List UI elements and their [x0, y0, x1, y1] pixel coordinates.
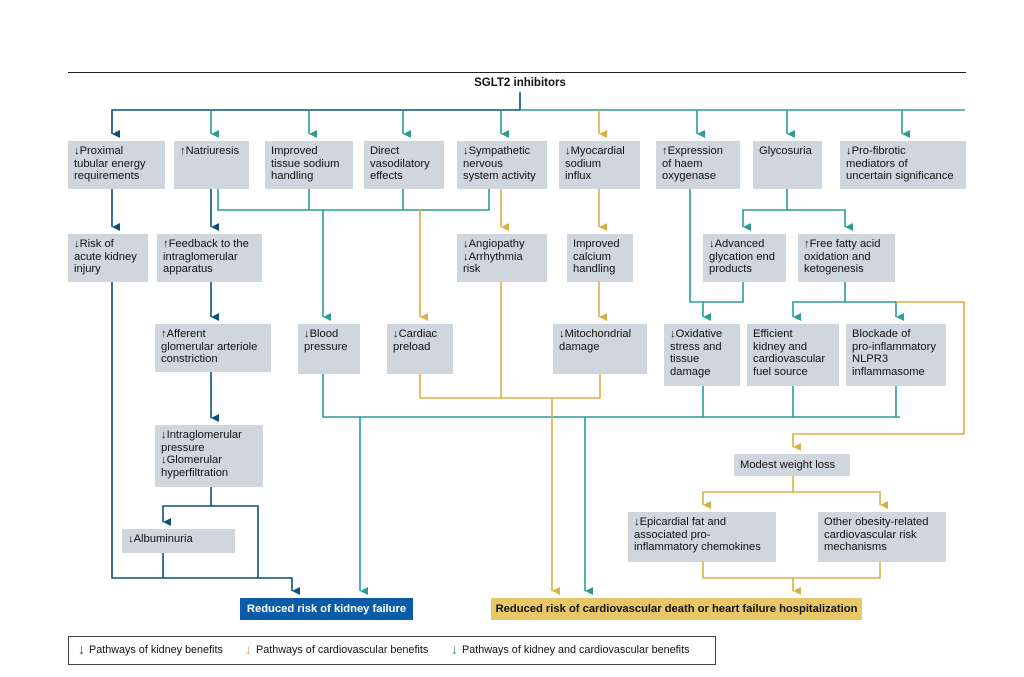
box-blood-pressure: ↓Blood pressure [298, 324, 360, 374]
legend-kidney-arrow-icon: ↓ [78, 641, 85, 657]
box-mitochondrial-damage: ↓Mitochondrial damage [553, 324, 647, 374]
wire-ffa-nlrp3 [845, 301, 904, 321]
box-nlrp3-blockade: Blockade of pro-inflammatory NLPR3 infla… [846, 324, 946, 386]
box-modest-weight-loss: Modest weight loss [734, 454, 850, 476]
wire-row1-bus [217, 189, 490, 211]
wire-weight-obesity [793, 491, 888, 509]
box-natriuresis: ↑Natriuresis [174, 141, 249, 189]
box-afferent-constriction: ↑Afferent glomerular arteriole constrict… [155, 324, 271, 372]
box-acute-kidney-injury: ↓Risk of acute kidney injury [68, 234, 148, 282]
legend-both-label: Pathways of kidney and cardiovascular be… [462, 644, 690, 656]
box-angiopathy-arrhythmia: ↓Angiopathy ↓Arrhythmia risk [457, 234, 547, 282]
box-haem-oxygenase: ↑Expression of haem oxygenase [656, 141, 740, 189]
legend-both-arrow-icon: ↓ [451, 641, 458, 657]
box-intraglomerular-pressure: ↓Intraglomerular pressure ↓Glomerular hy… [155, 425, 263, 487]
box-advanced-glycation: ↓Advanced glycation end products [703, 234, 786, 282]
wire-aki-kidney-outcome [111, 282, 300, 595]
box-free-fatty-acid: ↑Free fatty acid oxidation and ketogenes… [798, 234, 895, 282]
top-rule [68, 72, 966, 73]
box-calcium-handling: Improved calcium handling [567, 234, 633, 282]
wire-haem-oxidative [689, 189, 711, 321]
outcome-cardiovascular: Reduced risk of cardiovascular death or … [491, 598, 862, 620]
wire-weight-epicardial [702, 476, 794, 509]
box-albuminuria: ↓Albuminuria [122, 529, 235, 553]
wire-ffa-fuel [792, 282, 846, 321]
box-feedback-intraglomerular: ↑Feedback to the intraglomerular apparat… [157, 234, 262, 282]
legend-cardiovascular-arrow-icon: ↓ [245, 641, 252, 657]
wire-age-oxidative [703, 282, 744, 303]
box-vasodilatory: Direct vasodilatory effects [364, 141, 444, 189]
wire-to-proximal [111, 92, 521, 138]
outcome-kidney-failure: Reduced risk of kidney failure [240, 598, 413, 620]
box-oxidative-stress: ↓Oxidative stress and tissue damage [664, 324, 740, 386]
diagram-title: SGLT2 inhibitors [474, 77, 566, 89]
box-cardiac-preload: ↓Cardiac preload [387, 324, 453, 374]
legend-cardiovascular-label: Pathways of cardiovascular benefits [256, 644, 429, 656]
wire-obesity-bus [702, 562, 881, 579]
box-sympathetic: ↓Sympathetic nervous system activity [457, 141, 547, 189]
wire-cv-bus [419, 374, 601, 399]
box-epicardial-fat: ↓Epicardial fat and associated pro- infl… [628, 512, 776, 562]
box-profibrotic: ↓Pro-fibrotic mediators of uncertain sig… [840, 141, 966, 189]
wire-intraglom-albuminuria [162, 487, 212, 526]
wire-glycosuria-ffa [787, 209, 853, 231]
box-tissue-sodium: Improved tissue sodium handling [265, 141, 353, 189]
legend-kidney-label: Pathways of kidney benefits [89, 644, 223, 656]
box-proximal-tubular-energy: ↓Proximal tubular energy requirements [68, 141, 165, 189]
wire-ffa-weightloss [792, 301, 965, 451]
box-glycosuria: Glycosuria [753, 141, 822, 189]
box-myocardial-sodium: ↓Myocardial sodium influx [559, 141, 640, 189]
legend: ↓ Pathways of kidney benefits ↓ Pathways… [68, 636, 716, 665]
box-fuel-source: Efficient kidney and cardiovascular fuel… [747, 324, 839, 386]
wire-intraglom-down [211, 505, 259, 578]
wire-both-bus [322, 374, 900, 418]
box-obesity-related: Other obesity-related cardiovascular ris… [818, 512, 946, 562]
wire-glycosuria-age [742, 189, 788, 231]
